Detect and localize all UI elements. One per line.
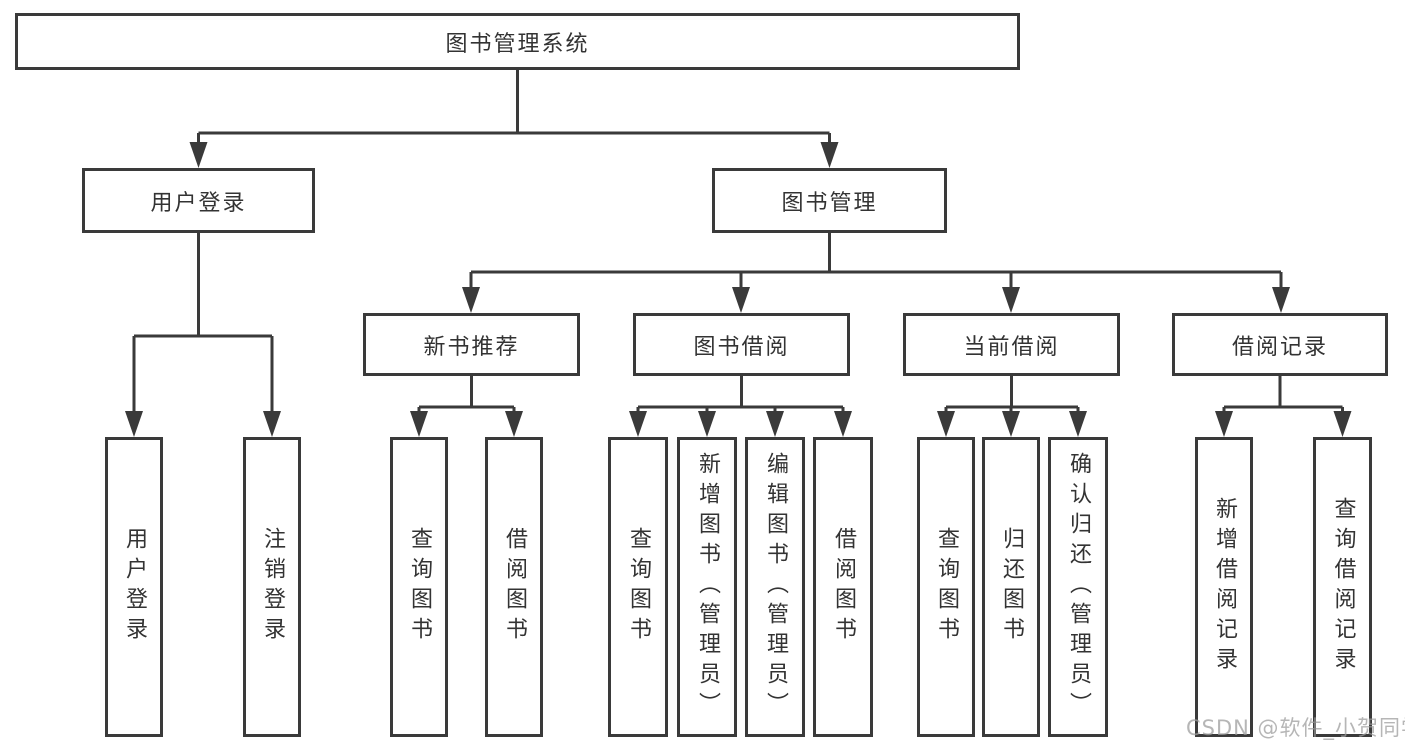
leaf-confirm-return-admin: 确认归还（管理员） [1048,437,1108,737]
leaf-label: 确认归还（管理员） [1066,452,1091,722]
node-label: 新书推荐 [423,334,520,360]
leaf-add-borrow-record: 新增借阅记录 [1195,437,1253,737]
node-label: 当前借阅 [963,334,1060,360]
node-book-borrow: 图书借阅 [633,313,850,376]
node-label: 用户登录 [150,190,247,216]
leaf-user-login: 用户登录 [105,437,163,737]
leaf-edit-books-admin: 编辑图书（管理员） [745,437,805,737]
leaf-label: 借阅图书 [831,527,856,647]
node-user-login-branch: 用户登录 [82,168,315,233]
leaf-label: 注销登录 [260,527,285,647]
leaf-query-books-current: 查询图书 [917,437,975,737]
leaf-query-books-recommend: 查询图书 [390,437,448,737]
leaf-label: 查询图书 [934,527,959,647]
node-root-label: 图书管理系统 [445,31,590,57]
leaf-label: 新增图书（管理员） [695,452,720,722]
leaf-logout: 注销登录 [243,437,301,737]
arrowheads [125,142,1352,437]
leaf-add-books-admin: 新增图书（管理员） [677,437,737,737]
node-borrow-records: 借阅记录 [1172,313,1388,376]
node-label: 图书借阅 [693,334,790,360]
leaf-borrow-books-recommend: 借阅图书 [485,437,543,737]
leaf-label: 查询图书 [626,527,651,647]
node-root-system: 图书管理系统 [15,13,1020,70]
node-label: 图书管理 [781,190,878,216]
leaf-borrow-books: 借阅图书 [813,437,873,737]
leaf-label: 归还图书 [999,527,1024,647]
leaf-label: 新增借阅记录 [1212,497,1237,677]
node-current-borrow: 当前借阅 [903,313,1120,376]
node-new-book-recommend: 新书推荐 [363,313,580,376]
leaf-label: 用户登录 [122,527,147,647]
node-label: 借阅记录 [1231,334,1328,360]
leaf-return-books: 归还图书 [982,437,1040,737]
leaf-label: 查询图书 [407,527,432,647]
node-book-management-branch: 图书管理 [712,168,947,233]
leaf-label: 编辑图书（管理员） [763,452,788,722]
leaf-label: 借阅图书 [502,527,527,647]
leaf-label: 查询借阅记录 [1330,497,1356,677]
csdn-watermark: CSDN @软件_小贺同学 [1186,716,1405,740]
leaf-query-borrow-record: 查询借阅记录 [1313,437,1372,737]
leaf-query-books: 查询图书 [608,437,668,737]
